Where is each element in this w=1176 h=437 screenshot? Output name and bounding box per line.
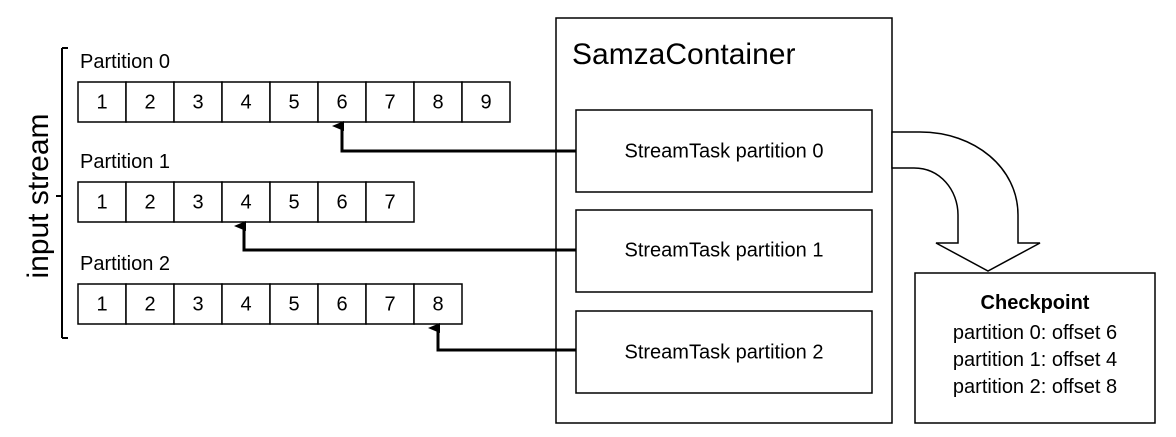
partition-0-label: Partition 0 xyxy=(80,51,170,73)
stream-task-0: StreamTask partition 0 xyxy=(575,109,873,193)
partition-2-offsets: 1 2 3 4 5 6 7 8 xyxy=(77,283,463,325)
partition-1-offset-label: 7 xyxy=(384,191,395,213)
partition-2-label: Partition 2 xyxy=(80,253,170,275)
partition-0-offset-cell xyxy=(77,81,127,123)
stream-task-1-label: StreamTask partition 1 xyxy=(625,239,824,261)
partition-1-offset-cell xyxy=(221,181,271,223)
partition-0-offset-cell xyxy=(317,81,367,123)
input-stream-bracket xyxy=(56,47,68,339)
partition-2-offset-cell xyxy=(173,283,223,325)
partition-1-offset-cell xyxy=(77,181,127,223)
partition-1-offset-cell xyxy=(125,181,175,223)
partition-1-offset-cell xyxy=(365,181,415,223)
input-stream-label: input stream xyxy=(22,113,55,278)
stream-task-0-label: StreamTask partition 0 xyxy=(625,140,824,162)
samza-container: SamzaContainer StreamTask partition 0 St… xyxy=(555,17,893,424)
partition-2-offset-label: 4 xyxy=(240,293,251,315)
partition-1-label: Partition 1 xyxy=(80,151,170,173)
partition-1-offset-label: 5 xyxy=(288,191,299,213)
partition-2-offset-label: 8 xyxy=(432,293,443,315)
partition-0-offset-cell xyxy=(221,81,271,123)
partitions-group: Partition 0 1 2 3 4 5 6 7 8 9 Partition 1 1 2 3 4 5 6… xyxy=(77,51,511,325)
partition-1-offset-label: 4 xyxy=(240,191,251,213)
partition-1-offsets: 1 2 3 4 5 6 7 xyxy=(77,181,415,223)
checkpoint-box: Checkpoint partition 0: offset 6 partiti… xyxy=(914,272,1156,424)
partition-0-offset-label: 5 xyxy=(288,91,299,113)
partition-2-offset-label: 3 xyxy=(192,293,203,315)
checkpoint-line-0: partition 0: offset 6 xyxy=(953,322,1117,344)
task-2-offset-arrow xyxy=(428,323,576,352)
partition-2-offset-label: 5 xyxy=(288,293,299,315)
stream-task-2-label: StreamTask partition 2 xyxy=(625,341,824,363)
partition-0-offset-cell xyxy=(173,81,223,123)
partition-0-offset-label: 7 xyxy=(384,91,395,113)
partition-0-offset-cell xyxy=(125,81,175,123)
container-title: SamzaContainer xyxy=(572,38,795,71)
partition-1-offset-label: 6 xyxy=(336,191,347,213)
partition-2-offset-label: 6 xyxy=(336,293,347,315)
checkpoint-flow-arrow xyxy=(891,131,1041,272)
partition-1-offset-label: 2 xyxy=(144,191,155,213)
partition-0-offset-label: 8 xyxy=(432,91,443,113)
checkpoint-title: Checkpoint xyxy=(981,292,1090,314)
partition-2-offset-cell xyxy=(125,283,175,325)
partition-0-offsets: 1 2 3 4 5 6 7 8 9 xyxy=(77,81,511,123)
partition-0-offset-label: 2 xyxy=(144,91,155,113)
partition-0-offset-label: 6 xyxy=(336,91,347,113)
partition-1-offset-cell xyxy=(173,181,223,223)
partition-0-offset-cell xyxy=(461,81,511,123)
task-1-offset-arrow xyxy=(234,221,576,252)
partition-1-offset-label: 3 xyxy=(192,191,203,213)
stream-task-2: StreamTask partition 2 xyxy=(575,310,873,394)
partition-2-offset-cell xyxy=(317,283,367,325)
partition-0-offset-label: 4 xyxy=(240,91,251,113)
partition-1-offset-label: 1 xyxy=(96,191,107,213)
checkpoint-line-2: partition 2: offset 8 xyxy=(953,376,1117,398)
checkpoint-line-1: partition 1: offset 4 xyxy=(953,349,1117,371)
partition-2-offset-label: 1 xyxy=(96,293,107,315)
partition-0-offset-label: 3 xyxy=(192,91,203,113)
partition-2-offset-label: 2 xyxy=(144,293,155,315)
partition-2-offset-label: 7 xyxy=(384,293,395,315)
partition-0-offset-label: 9 xyxy=(480,91,491,113)
partition-2-offset-cell xyxy=(269,283,319,325)
partition-0-offset-label: 1 xyxy=(96,91,107,113)
stream-task-1: StreamTask partition 1 xyxy=(575,209,873,293)
partition-2-offset-cell xyxy=(413,283,463,325)
task-0-offset-arrow xyxy=(332,121,576,153)
